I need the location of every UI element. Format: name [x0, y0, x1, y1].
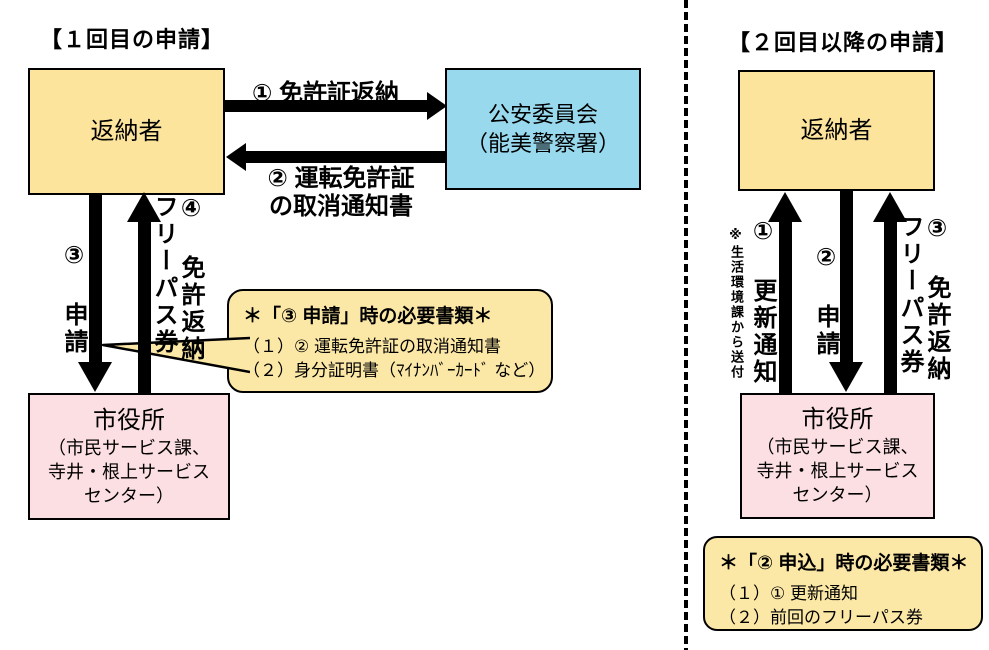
right-arrow1-label: ① 更新通知 — [749, 217, 776, 386]
right-returner-box: 返納者 — [738, 70, 935, 191]
right-cityhall-line4: センター） — [792, 485, 883, 505]
right-arrow2-down-head-icon — [829, 362, 863, 392]
arrow3-shaft — [89, 195, 102, 363]
right-cityhall-line1: 市役所 — [801, 406, 874, 433]
arrow4-label: ④ 免許返納 フリーパス券 — [150, 194, 204, 363]
note-item2: （２）前回のフリーパス券 — [719, 608, 923, 627]
right-arrow3-label-col1: ③ 免許返納 — [923, 214, 950, 383]
left-section-title: 【１回目の申請】 — [40, 27, 225, 52]
police-commission-line1: 公安委員会 — [487, 102, 598, 127]
callout-item1: （１）② 運転免許証の取消通知書 — [243, 337, 501, 356]
right-arrow3-shaft — [884, 222, 897, 393]
left-returner-label: 返納者 — [90, 117, 163, 145]
arrow2-left-head-icon — [226, 143, 246, 171]
callout-title: ＊「③ 申請」時の必要書類＊ — [243, 306, 493, 327]
arrow2-shaft — [246, 151, 445, 163]
arrow1-right-head-icon — [427, 92, 447, 120]
callout-item2: （２）身分証明書（ﾏｲﾅﾝﾊﾞｰｶｰﾄﾞ など） — [243, 361, 546, 380]
arrow3-down-head-icon — [78, 362, 112, 392]
left-cityhall-line3: 寺井・根上サービス — [48, 461, 210, 482]
left-cityhall-box: 市役所 （市民サービス課、 寺井・根上サービス センター） — [28, 393, 230, 520]
arrow2-label: ② 運転免許証 の取消通知書 — [235, 165, 447, 221]
left-cityhall-line1: 市役所 — [93, 406, 165, 434]
left-returner-box: 返納者 — [28, 68, 225, 195]
note-title: ＊「② 申込」時の必要書類＊ — [719, 553, 969, 574]
right-arrow1-shaft — [779, 222, 792, 393]
police-commission-box: 公安委員会 （能美警察署） — [445, 68, 641, 190]
arrow2-label-line2: の取消通知書 — [269, 193, 413, 220]
left-cityhall-line2: （市民サービス課、 — [48, 437, 210, 458]
right-arrow1-note: ※生活環境課から送付 — [729, 228, 744, 380]
right-arrow3-label: ③ 免許返納 フリーパス券 — [896, 214, 950, 383]
right-arrow3-up-head-icon — [873, 192, 907, 222]
note-item1: （１）① 更新通知 — [719, 584, 858, 603]
right-arrow2-shaft — [840, 191, 853, 363]
right-returner-label: 返納者 — [800, 116, 873, 144]
right-required-documents-note: ＊「② 申込」時の必要書類＊ （１）① 更新通知 （２）前回のフリーパス券 — [703, 536, 983, 631]
arrow4-label-col1: ④ 免許返納 — [177, 194, 204, 363]
right-arrow1-up-head-icon — [768, 192, 802, 222]
right-cityhall-line2: （市民サービス課、 — [756, 437, 919, 457]
section-divider — [684, 0, 688, 650]
left-required-documents-callout: ＊「③ 申請」時の必要書類＊ （１）② 運転免許証の取消通知書 （２）身分証明書… — [227, 289, 553, 393]
arrow1-shaft — [225, 100, 428, 112]
right-cityhall-box: 市役所 （市民サービス課、 寺井・根上サービス センター） — [740, 393, 935, 519]
right-cityhall-line3: 寺井・根上サービス — [756, 461, 919, 481]
left-cityhall-line4: センター） — [84, 485, 174, 506]
police-commission-line2: （能美警察署） — [465, 131, 620, 156]
arrow4-shaft — [138, 221, 151, 393]
right-section-title: 【２回目以降の申請】 — [728, 30, 959, 55]
arrow1-label: ① 免許証返納 — [252, 80, 399, 107]
right-arrow3-label-col2: フリーパス券 — [896, 214, 923, 376]
arrow4-up-head-icon — [127, 192, 161, 222]
arrow4-label-col2: フリーパス券 — [150, 194, 177, 356]
arrow2-label-line1: ② 運転免許証 — [267, 165, 415, 192]
right-arrow2-label: ② 申請 — [812, 243, 839, 358]
arrow3-label: ③ 申請 — [60, 241, 87, 356]
